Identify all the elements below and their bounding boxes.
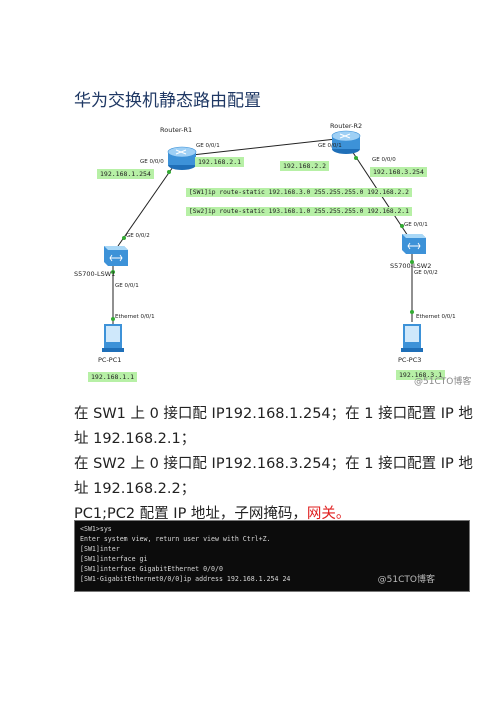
instruction-pc-gateway: 网关。 bbox=[306, 506, 351, 522]
switch-lsw1-label: S5700-LSW1 bbox=[74, 270, 116, 278]
router-r1-icon bbox=[167, 146, 197, 170]
terminal-line: [SW1-GigabitEthernet0/0/0]ip address 192… bbox=[80, 575, 291, 583]
ip-r1-ge001: 192.168.2.1 bbox=[195, 157, 245, 167]
pc3-icon bbox=[401, 324, 423, 352]
r2-port-ge001: GE 0/0/1 bbox=[318, 143, 342, 149]
switch-lsw2-icon bbox=[402, 234, 426, 254]
link-r1-lsw1 bbox=[117, 163, 176, 247]
ip-pc1: 192.168.1.1 bbox=[88, 372, 138, 382]
router-r1-label: Router-R1 bbox=[160, 126, 193, 134]
lsw1-port-ge002: GE 0/0/2 bbox=[126, 233, 150, 239]
instructions-text: 在 SW1 上 0 接口配 IP192.168.1.254；在 1 接口配置 I… bbox=[74, 402, 484, 527]
ip-r1-ge000: 192.168.1.254 bbox=[97, 169, 154, 179]
r2-port-ge000: GE 0/0/0 bbox=[372, 157, 396, 163]
terminal-watermark: @51CTO博客 bbox=[377, 575, 435, 585]
r1-port-ge001: GE 0/0/1 bbox=[196, 143, 220, 149]
router-r2-label: Router-R2 bbox=[330, 122, 363, 130]
terminal-line: [SW1]interface gi bbox=[80, 555, 148, 563]
router-r2-icon bbox=[331, 130, 361, 154]
instruction-pc: PC1;PC2 配置 IP 地址，子网掩码，网关。 bbox=[74, 502, 484, 527]
terminal-line: [SW1]inter bbox=[80, 545, 120, 553]
r1-port-ge000: GE 0/0/0 bbox=[140, 159, 164, 165]
lsw2-port-ge001: GE 0/0/1 bbox=[404, 222, 428, 228]
lsw1-port-ge001: GE 0/0/1 bbox=[115, 283, 139, 289]
lsw2-port-ge002: GE 0/0/2 bbox=[414, 270, 438, 276]
network-topology-diagram: Router-R1 Router-R2 S5700-LSW1 S5700-LSW… bbox=[0, 112, 496, 392]
page-title: 华为交换机静态路由配置 bbox=[74, 91, 261, 111]
terminal-screenshot: <SW1>sys Enter system view, return user … bbox=[74, 520, 470, 592]
pc3-label: PC-PC3 bbox=[398, 356, 422, 364]
topology-canvas bbox=[102, 130, 426, 352]
pc1-label: PC-PC1 bbox=[98, 356, 122, 364]
pc1-icon bbox=[102, 324, 124, 352]
instruction-pc-main: PC1;PC2 配置 IP 地址，子网掩码， bbox=[74, 506, 307, 522]
terminal-line: Enter system view, return user view with… bbox=[80, 535, 271, 543]
route-cmd-sw1: [SW1]ip route-static 192.168.3.0 255.255… bbox=[186, 188, 412, 197]
pc1-port-eth001: Ethernet 0/0/1 bbox=[115, 314, 155, 320]
watermark: @51CTO博客 bbox=[414, 377, 472, 387]
terminal-line: [SW1]interface GigabitEthernet 0/0/0 bbox=[80, 565, 223, 573]
switch-lsw1-icon bbox=[104, 246, 128, 266]
terminal-line: <SW1>sys bbox=[80, 525, 112, 533]
ip-pc3: 192.168.3.1 bbox=[396, 370, 446, 380]
instruction-sw2: 在 SW2 上 0 接口配 IP192.168.3.254；在 1 接口配置 I… bbox=[74, 456, 473, 497]
ip-r2-ge001: 192.168.2.2 bbox=[280, 161, 330, 171]
link-r1-r2 bbox=[182, 137, 346, 157]
switch-lsw2-label: S5700-LSW2 bbox=[390, 262, 432, 270]
pc3-port-eth001: Ethernet 0/0/1 bbox=[416, 314, 456, 320]
instruction-sw1: 在 SW1 上 0 接口配 IP192.168.1.254；在 1 接口配置 I… bbox=[74, 406, 473, 447]
route-cmd-sw2: [Sw2]ip route-static 193.168.1.0 255.255… bbox=[186, 207, 412, 216]
ip-r2-ge000: 192.168.3.254 bbox=[370, 167, 427, 177]
